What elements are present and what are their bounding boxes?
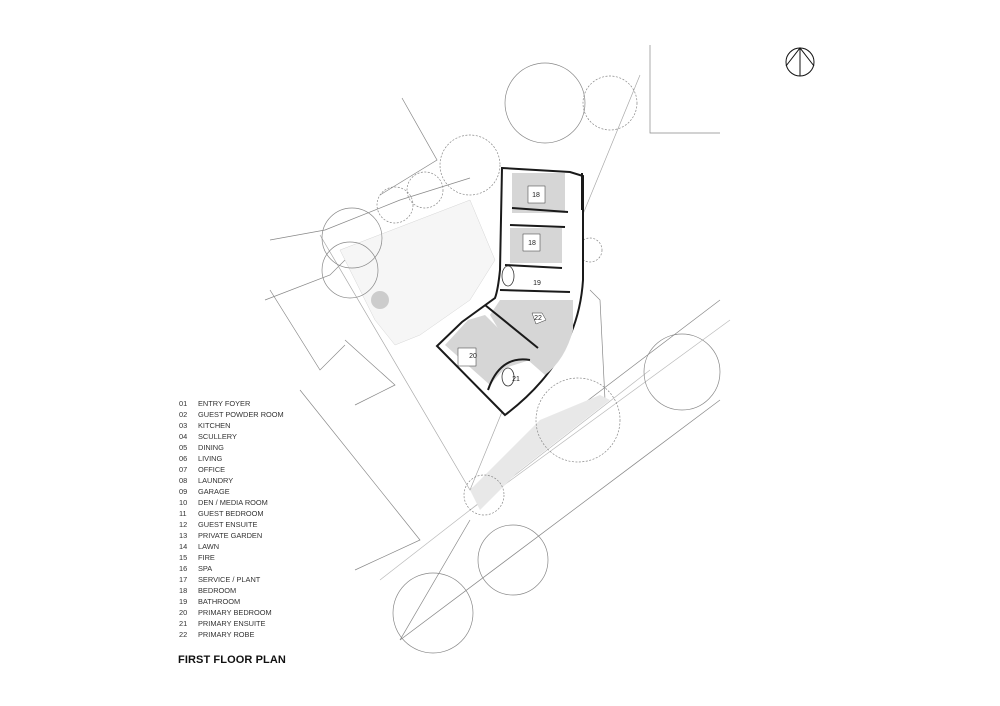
legend-label: DEN / MEDIA ROOM xyxy=(198,498,268,507)
legend-label: LIVING xyxy=(198,454,223,463)
legend-label: BEDROOM xyxy=(198,586,237,595)
robe-area xyxy=(490,300,573,375)
legend-label: DINING xyxy=(198,443,224,452)
legend-item: 05 DINING xyxy=(179,442,284,453)
building-footprint: 18 18 19 22 20 21 xyxy=(435,166,584,417)
legend-item: 08 LAUNDRY xyxy=(179,475,284,486)
legend-number: 01 xyxy=(179,399,188,408)
legend-label: PRIMARY BEDROOM xyxy=(198,608,272,617)
legend-label: SERVICE / PLANT xyxy=(198,575,261,584)
legend-label: PRIMARY ROBE xyxy=(198,630,255,639)
legend-label: LAWN xyxy=(198,542,220,551)
legend-number: 17 xyxy=(179,575,188,584)
legend-label: GUEST ENSUITE xyxy=(198,520,258,529)
legend-label: FIRE xyxy=(198,553,215,562)
legend-item: 01 ENTRY FOYER xyxy=(179,398,284,409)
legend-number: 13 xyxy=(179,531,188,540)
legend-label: PRIVATE GARDEN xyxy=(198,531,263,540)
legend-label: LAUNDRY xyxy=(198,476,234,485)
legend-label: GARAGE xyxy=(198,487,230,496)
legend-item: 21 PRIMARY ENSUITE xyxy=(179,618,284,629)
legend-number: 15 xyxy=(179,553,188,562)
legend-label: GUEST BEDROOM xyxy=(198,509,264,518)
legend-number: 11 xyxy=(179,509,187,518)
legend-item: 19 BATHROOM xyxy=(179,596,284,607)
legend-number: 14 xyxy=(179,542,188,551)
legend-label: ENTRY FOYER xyxy=(198,399,251,408)
room-tag-robe: 22 xyxy=(534,315,542,322)
legend-number: 12 xyxy=(179,520,188,529)
room-tag-primary-bedroom: 20 xyxy=(469,353,477,360)
legend-item: 18 BEDROOM xyxy=(179,585,284,596)
legend-number: 09 xyxy=(179,487,188,496)
legend-item: 09 GARAGE xyxy=(179,486,284,497)
legend-item: 14 LAWN xyxy=(179,541,284,552)
legend-number: 05 xyxy=(179,443,188,452)
legend-label: BATHROOM xyxy=(198,597,241,606)
legend-label: GUEST POWDER ROOM xyxy=(198,410,284,419)
legend-number: 06 xyxy=(179,454,188,463)
legend-number: 22 xyxy=(179,630,188,639)
room-legend: 01 ENTRY FOYER 02 GUEST POWDER ROOM 03 KITCHE… xyxy=(179,398,284,640)
legend-label: PRIMARY ENSUITE xyxy=(198,619,266,628)
legend-item: 02 GUEST POWDER ROOM xyxy=(179,409,284,420)
primary-bedroom-area xyxy=(445,315,530,385)
legend-number: 20 xyxy=(179,608,188,617)
legend-item: 15 FIRE xyxy=(179,552,284,563)
legend-number: 10 xyxy=(179,498,188,507)
tree-canopies xyxy=(321,62,721,654)
drawing-title: FIRST FLOOR PLAN xyxy=(178,654,286,666)
legend-item: 04 SCULLERY xyxy=(179,431,284,442)
legend-number: 19 xyxy=(179,597,188,606)
legend-number: 08 xyxy=(179,476,188,485)
room-tag-bedroom-b: 18 xyxy=(528,240,536,247)
legend-label: OFFICE xyxy=(198,465,226,474)
site-context-lines xyxy=(264,45,731,641)
legend-item: 12 GUEST ENSUITE xyxy=(179,519,284,530)
legend-label: SPA xyxy=(198,564,213,573)
room-tag-bathroom: 19 xyxy=(533,280,541,287)
legend-item: 22 PRIMARY ROBE xyxy=(179,629,284,640)
legend-label: SCULLERY xyxy=(198,432,237,441)
legend-item: 16 SPA xyxy=(179,563,284,574)
legend-number: 21 xyxy=(179,619,188,628)
legend-item: 03 KITCHEN xyxy=(179,420,284,431)
legend-number: 07 xyxy=(179,465,188,474)
legend-label: KITCHEN xyxy=(198,421,231,430)
legend-item: 17 SERVICE / PLANT xyxy=(179,574,284,585)
legend-item: 20 PRIMARY BEDROOM xyxy=(179,607,284,618)
north-arrow-icon xyxy=(785,47,815,77)
legend-number: 16 xyxy=(179,564,188,573)
legend-item: 07 OFFICE xyxy=(179,464,284,475)
legend-number: 02 xyxy=(179,410,188,419)
legend-number: 03 xyxy=(179,421,188,430)
legend-number: 04 xyxy=(179,432,188,441)
legend-item: 10 DEN / MEDIA ROOM xyxy=(179,497,284,508)
room-tag-bedroom-a: 18 xyxy=(532,192,540,199)
legend-number: 18 xyxy=(179,586,188,595)
room-tag-primary-ensuite: 21 xyxy=(512,376,520,383)
legend-item: 13 PRIVATE GARDEN xyxy=(179,530,284,541)
legend-item: 06 LIVING xyxy=(179,453,284,464)
legend-item: 11 GUEST BEDROOM xyxy=(179,508,284,519)
